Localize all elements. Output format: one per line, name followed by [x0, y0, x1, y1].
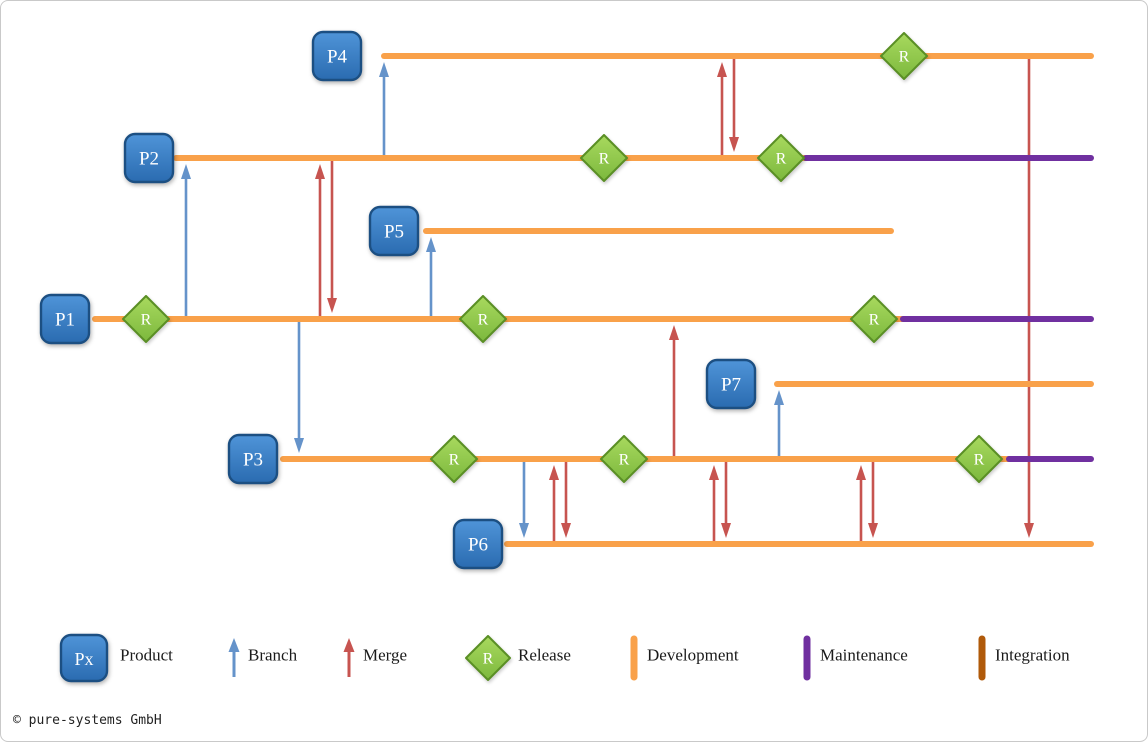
- merge-arrow-P3-to-P6-head: [561, 523, 571, 538]
- legend-merge-arrow-icon-head: [343, 638, 355, 652]
- legend-branch-arrow-icon-head: [228, 638, 240, 652]
- product-box-label: P1: [55, 310, 75, 331]
- legend-product-symbol: Px: [74, 649, 93, 669]
- legend-label-maintenance: Maintenance: [820, 646, 908, 665]
- release-label: R: [974, 452, 985, 469]
- legend-item-development: Development: [630, 635, 739, 681]
- legend-item-maintenance: Maintenance: [803, 635, 908, 681]
- product-P4: P4: [311, 30, 363, 82]
- merge-arrow-P3-to-P6-head: [721, 523, 731, 538]
- release-label: R: [141, 312, 152, 329]
- release-P1-x873: R: [850, 295, 898, 343]
- merge-arrow-P4-to-P6-head: [1024, 523, 1034, 538]
- merge-arrow-P3-to-P6-head: [868, 523, 878, 538]
- release-P3-x623: R: [600, 435, 648, 483]
- product-box-label: P6: [468, 535, 488, 556]
- merge-arrow-P1-to-P2-head: [315, 164, 325, 179]
- release-diamond-icon: [850, 295, 898, 343]
- merge-arrow-P2-to-P4-head: [717, 62, 727, 77]
- merge-arrow-P4-to-P2-head: [729, 137, 739, 152]
- legend-label-product: Product: [120, 646, 173, 665]
- release-label: R: [619, 452, 630, 469]
- release-P3-x978: R: [955, 435, 1003, 483]
- timelines-layer: [92, 53, 1094, 547]
- release-label: R: [776, 151, 787, 168]
- release-diamond-icon: [122, 295, 170, 343]
- branch-arrow-P3-to-P7-head: [774, 390, 784, 405]
- merge-arrow-P3-to-P1-head: [669, 325, 679, 340]
- legend-item-branch: Branch: [228, 638, 298, 677]
- release-P1-x482: R: [459, 295, 507, 343]
- release-diamond-icon: [430, 435, 478, 483]
- branch-arrow-P1-to-P3-head: [294, 438, 304, 453]
- branch-arrow-P1-to-P2-head: [181, 164, 191, 179]
- product-box: [452, 518, 504, 570]
- release-label: R: [869, 312, 880, 329]
- release-label: R: [599, 151, 610, 168]
- release-diamond-icon: [600, 435, 648, 483]
- product-box-label: P2: [139, 149, 159, 170]
- legend-product-box-icon: [59, 633, 109, 683]
- product-P7: P7: [705, 358, 757, 410]
- releases-layer: R R R R R R R R R: [122, 32, 1003, 483]
- release-P2-x780: R: [757, 134, 805, 182]
- product-P3: P3: [227, 433, 279, 485]
- product-box: [123, 132, 175, 184]
- release-diamond-icon: [955, 435, 1003, 483]
- merge-arrow-P6-to-P3-head: [856, 465, 866, 480]
- release-diamond-icon: [757, 134, 805, 182]
- product-box-label: P4: [327, 47, 348, 68]
- legend-label-branch: Branch: [248, 646, 298, 665]
- legend-release-diamond-icon: [465, 635, 511, 681]
- product-box-label: P7: [721, 375, 741, 396]
- release-label: R: [899, 49, 910, 66]
- product-P1: P1: [39, 293, 91, 345]
- product-P6: P6: [452, 518, 504, 570]
- product-P2: P2: [123, 132, 175, 184]
- legend-item-product: Px Product: [59, 633, 173, 683]
- merge-arrow-P6-to-P3-head: [549, 465, 559, 480]
- release-P3-x453: R: [430, 435, 478, 483]
- copyright-notice: © pure-systems GmbH: [13, 713, 162, 728]
- release-P1-x145: R: [122, 295, 170, 343]
- product-box-label: P3: [243, 450, 263, 471]
- product-box: [227, 433, 279, 485]
- product-box: [311, 30, 363, 82]
- product-box: [705, 358, 757, 410]
- arrows-layer: [181, 56, 1034, 544]
- release-diamond-icon: [880, 32, 928, 80]
- release-P4-x903: R: [880, 32, 928, 80]
- product-box: [39, 293, 91, 345]
- branch-arrow-P3-to-P6-head: [519, 523, 529, 538]
- product-P5: P5: [368, 205, 420, 257]
- legend-release-symbol: R: [483, 651, 494, 668]
- branch-arrow-P1-to-P5-head: [426, 237, 436, 252]
- legend-item-release: R Release: [465, 635, 571, 681]
- product-box: [368, 205, 420, 257]
- legend-label-merge: Merge: [363, 646, 407, 665]
- merge-arrow-P2-to-P1-head: [327, 298, 337, 313]
- legend-label-integration: Integration: [995, 646, 1070, 665]
- merge-arrow-P6-to-P3-head: [709, 465, 719, 480]
- legend-label-release: Release: [518, 646, 571, 665]
- legend-item-integration: Integration: [978, 635, 1070, 681]
- branch-arrow-P2-to-P4-head: [379, 62, 389, 77]
- release-label: R: [478, 312, 489, 329]
- legend: Px Product Branch Merge R Release Development M…: [59, 633, 1070, 683]
- release-P2-x603: R: [580, 134, 628, 182]
- release-diamond-icon: [580, 134, 628, 182]
- product-box-label: P5: [384, 222, 404, 243]
- release-label: R: [449, 452, 460, 469]
- release-diamond-icon: [459, 295, 507, 343]
- legend-label-development: Development: [647, 646, 739, 665]
- legend-item-merge: Merge: [343, 638, 407, 677]
